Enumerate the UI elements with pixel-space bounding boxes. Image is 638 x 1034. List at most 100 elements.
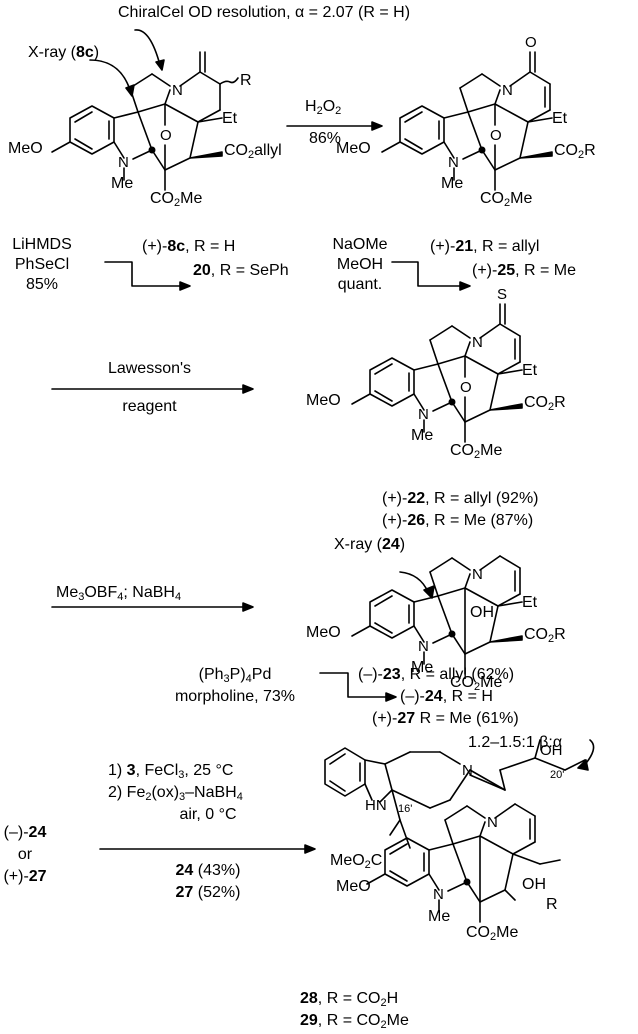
compound-29-label: 29, R = CO2Me [300,1012,409,1031]
compound-26-label: (+)-26, R = Me (87%) [382,512,534,529]
reagent-pd: (Ph3P)4Pd [198,666,272,685]
svg-text:N: N [502,82,513,99]
arrow-h2o2 [286,121,383,131]
arrow-coupling [99,844,316,854]
compound-28-label: 28, R = CO2H [300,990,399,1009]
structure-28: N N N HN 16' 20' [324,739,595,923]
ratio-label: 1.2–1.5:1 β:α [468,734,563,751]
svg-text:S: S [497,286,507,303]
atom-co2allyl-1: CO2allyl [224,142,282,161]
reagent-meoh: MeOH [336,256,384,273]
compound-22-label: (+)-22, R = allyl (92%) [382,490,539,507]
arrow-pd [319,672,397,702]
structure-23: N N [351,555,523,675]
atom-r-5: R [546,896,558,913]
svg-text:N: N [172,82,183,99]
yield-lihmds: 85% [25,276,59,293]
start-27-label: (+)-27 [3,868,47,885]
atom-me-5: Me [428,908,451,925]
svg-text:N: N [462,762,473,779]
atom-meo-3: MeO [306,392,341,409]
condition-2: 2) Fe2(ox)3–NaBH4 [108,784,243,803]
yield-24: 24 (43%) [175,862,241,879]
svg-text:N: N [472,334,483,351]
yield-naome: quant. [337,276,383,293]
atom-oh-5: OH [540,742,563,759]
compound-25-label: (+)-25, R = Me [472,262,577,279]
atom-et-3: Et [522,362,538,379]
arrow-meerwein [51,602,254,612]
atom-meo-5: MeO [336,878,371,895]
svg-text:N: N [448,154,459,171]
atom-co2r-2: CO2R [554,142,596,161]
atom-co2me-3: CO2Me [450,442,503,461]
svg-text:N: N [418,406,429,423]
atom-me-1: Me [111,175,134,192]
compound-8c-label: (+)-8c, R = H [142,238,236,255]
atom-et-2: Et [552,110,568,127]
condition-3: air, 0 °C [179,806,237,823]
compound-23-label: (–)-23, R = allyl (62%) [358,666,515,683]
atom-co2me-1: CO2Me [150,190,203,209]
arrow-lawesson [51,384,254,394]
atom-meo-2: MeO [336,140,371,157]
atom-co2r-3: CO2R [524,394,566,413]
reagent-meerwein: Me3OBF4; NaBH4 [56,584,182,603]
compound-20-label: 20, R = SePh [193,262,289,279]
atom-co2r-4: CO2R [524,626,566,645]
compound-24-label: (–)-24, R = H [400,688,493,705]
atom-meo-4: MeO [306,624,341,641]
xray-label-8c: X-ray (8c) [28,44,100,61]
arrow-x-ray-24 [399,571,435,599]
xray-label-24: X-ray (24) [334,536,406,553]
conditions-h2o2: H2O2 [305,98,342,117]
atom-oh-6: OH [522,876,546,893]
compound-21-label: (+)-21, R = allyl [430,238,540,255]
atom-et-1: Et [222,110,238,127]
compound-27-label: (+)-27 R = Me (61%) [372,710,519,727]
atom-co2me-4: CO2Me [450,674,503,693]
svg-text:20': 20' [550,769,564,781]
structure-21: O N N O [381,34,553,191]
yield-h2o2: 86% [309,130,342,147]
atom-oh-4: OH [470,604,494,621]
structure-8c: O N N [51,51,239,191]
arrow-naome [391,261,471,291]
arrow-x-ray-8c [89,59,135,97]
atom-co2me-2: CO2Me [480,190,533,209]
svg-text:O: O [460,379,472,396]
atom-me-3: Me [411,427,434,444]
atom-meo2c-5: MeO2C [330,852,383,871]
atom-r-1: R [240,72,252,89]
svg-text:N: N [487,814,498,831]
svg-text:O: O [525,34,537,51]
svg-text:N: N [472,566,483,583]
start-24-label: (–)-24 [3,824,47,841]
arrow-resolution [134,29,165,71]
reagent-phsecl: PhSeCl [14,256,70,273]
atom-me-2: Me [441,175,464,192]
reagent-naome: NaOMe [332,236,388,253]
svg-text:HN: HN [365,797,387,814]
reagent-lawesson-1: Lawesson's [107,360,192,377]
condition-1: 1) 3, FeCl3, 25 °C [108,762,234,781]
atom-co2me-5: CO2Me [466,924,519,943]
svg-text:O: O [490,127,502,144]
atom-et-4: Et [522,594,538,611]
reagent-lawesson-2: reagent [122,398,177,415]
arrow-lihmds [104,261,191,291]
svg-text:O: O [160,127,172,144]
yield-27: 27 (52%) [175,884,241,901]
svg-text:N: N [418,638,429,655]
atom-me-4: Me [411,659,434,676]
svg-text:N: N [118,154,129,171]
structure-22: O N N S [351,286,523,443]
reagent-lihmds: LiHMDS [12,236,72,253]
start-or: or [17,846,33,863]
atom-meo-1: MeO [8,140,43,157]
resolution-label: ChiralCel OD resolution, α = 2.07 (R = H… [118,4,411,21]
svg-text:16': 16' [398,803,412,815]
reagent-morpholine: morpholine, 73% [174,688,296,705]
svg-text:N: N [433,886,444,903]
